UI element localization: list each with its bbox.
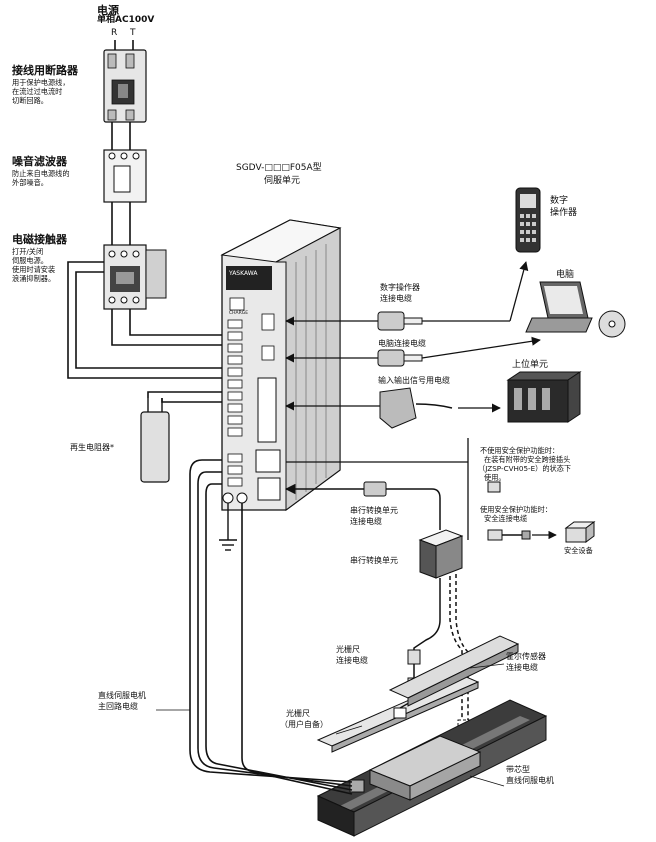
operator-title-2: 操作器 (550, 208, 578, 218)
motor-line-1: 带芯型 (506, 765, 530, 774)
serial-cable-line-2: 连接电缆 (350, 517, 382, 526)
motor-line-2: 直线伺服电机 (506, 776, 554, 785)
regen-resistor-icon (140, 398, 170, 483)
serial-unit-label: 串行转换单元 (350, 556, 398, 565)
scale-line-2: （用户自备） (280, 720, 328, 729)
power-wiring (67, 261, 222, 379)
servo-name: 伺服单元 (264, 176, 301, 186)
serial-cable-line-1: 串行转换单元 (350, 506, 398, 515)
safety-no-2: 在装有附带的安全跨接插头 (484, 455, 571, 464)
safety-device-icon (564, 521, 596, 543)
filter-desc-1: 防止来自电源线的 (12, 169, 70, 178)
servo-model: SGDV-□□□F05A型 (236, 163, 322, 173)
safety-jumper-icon (487, 481, 501, 493)
host-title: 上位单元 (512, 360, 549, 370)
cd-icon (598, 310, 626, 338)
safety-no-3: （JZSP-CVH05-E）的状态下 (478, 464, 572, 473)
servo-brand: YASKAWA (229, 270, 258, 277)
operator-cable-line-2: 连接电缆 (380, 294, 412, 303)
linear-scale-icon (316, 675, 480, 753)
breaker-desc-3: 切断回路。 (12, 96, 48, 105)
io-cable-label: 输入输出信号用电缆 (378, 376, 450, 385)
safety-no-4: 使用。 (484, 473, 506, 482)
circuit-breaker-icon (103, 49, 147, 123)
contactor-desc-4: 浪涌抑制器。 (12, 274, 56, 283)
host-unit-icon (506, 371, 582, 423)
breaker-desc-2: 在流过过电流时 (12, 87, 63, 96)
serial-cable-plug-icon (363, 481, 387, 497)
magnetic-contactor-icon (103, 244, 167, 310)
power-t-label: T (130, 28, 136, 38)
power-r-label: R (111, 28, 118, 38)
serial-converter-icon (418, 529, 464, 579)
safety-cable-icon (487, 529, 557, 541)
hall-cable-line-2: 连接电缆 (506, 663, 538, 672)
scale-line-1: 光栅尺 (286, 709, 310, 718)
power-spec: 单相AC100V (97, 15, 155, 25)
operator-title-1: 数字 (550, 196, 569, 206)
power-title: 电源 (97, 4, 119, 17)
regen-label: 再生电阻器* (70, 443, 114, 452)
safety-yes-2: 安全连接电缆 (484, 514, 528, 523)
noise-filter-icon (103, 149, 147, 203)
breaker-desc-1: 用于保护电源线， (12, 78, 70, 87)
contactor-desc-2: 伺服电源。 (12, 256, 48, 265)
laptop-icon (525, 281, 593, 333)
digital-operator-icon (515, 187, 541, 253)
scale-cable-line-2: 连接电缆 (336, 656, 368, 665)
servo-charge: CHARGE (229, 311, 249, 316)
power-lines (114, 40, 134, 50)
main-cable-line-2: 主回路电缆 (98, 702, 138, 711)
filter-title: 噪音滤波器 (12, 155, 67, 168)
servo-drive-icon (220, 219, 342, 511)
main-circuit-cable (189, 459, 353, 795)
ground-icon (219, 503, 237, 551)
contactor-desc-3: 使用时请安装 (12, 265, 56, 274)
safety-device-label: 安全设备 (564, 546, 593, 555)
linear-motor-icon (316, 635, 548, 837)
breaker-title: 接线用断路器 (12, 64, 78, 77)
pc-cable-icon (377, 349, 423, 367)
operator-cable-line-1: 数字操作器 (380, 283, 420, 292)
pc-title: 电脑 (556, 270, 575, 280)
main-cable-line-1: 直线伺服电机 (98, 691, 146, 700)
safety-no-1: 不使用安全保护功能时： (480, 446, 560, 455)
operator-cable-icon (377, 311, 423, 331)
contactor-desc-1: 打开/关闭 (12, 247, 44, 256)
io-cable-icon (379, 387, 453, 429)
filter-desc-2: 外部噪音。 (12, 178, 48, 187)
contactor-title: 电磁接触器 (12, 233, 67, 246)
hall-cable-line-1: 霍尔传感器 (506, 652, 546, 661)
safety-yes-1: 使用安全保护功能时： (480, 505, 552, 514)
scale-cable-line-1: 光栅尺 (336, 645, 360, 654)
pc-cable-label: 电脑连接电缆 (378, 339, 426, 348)
